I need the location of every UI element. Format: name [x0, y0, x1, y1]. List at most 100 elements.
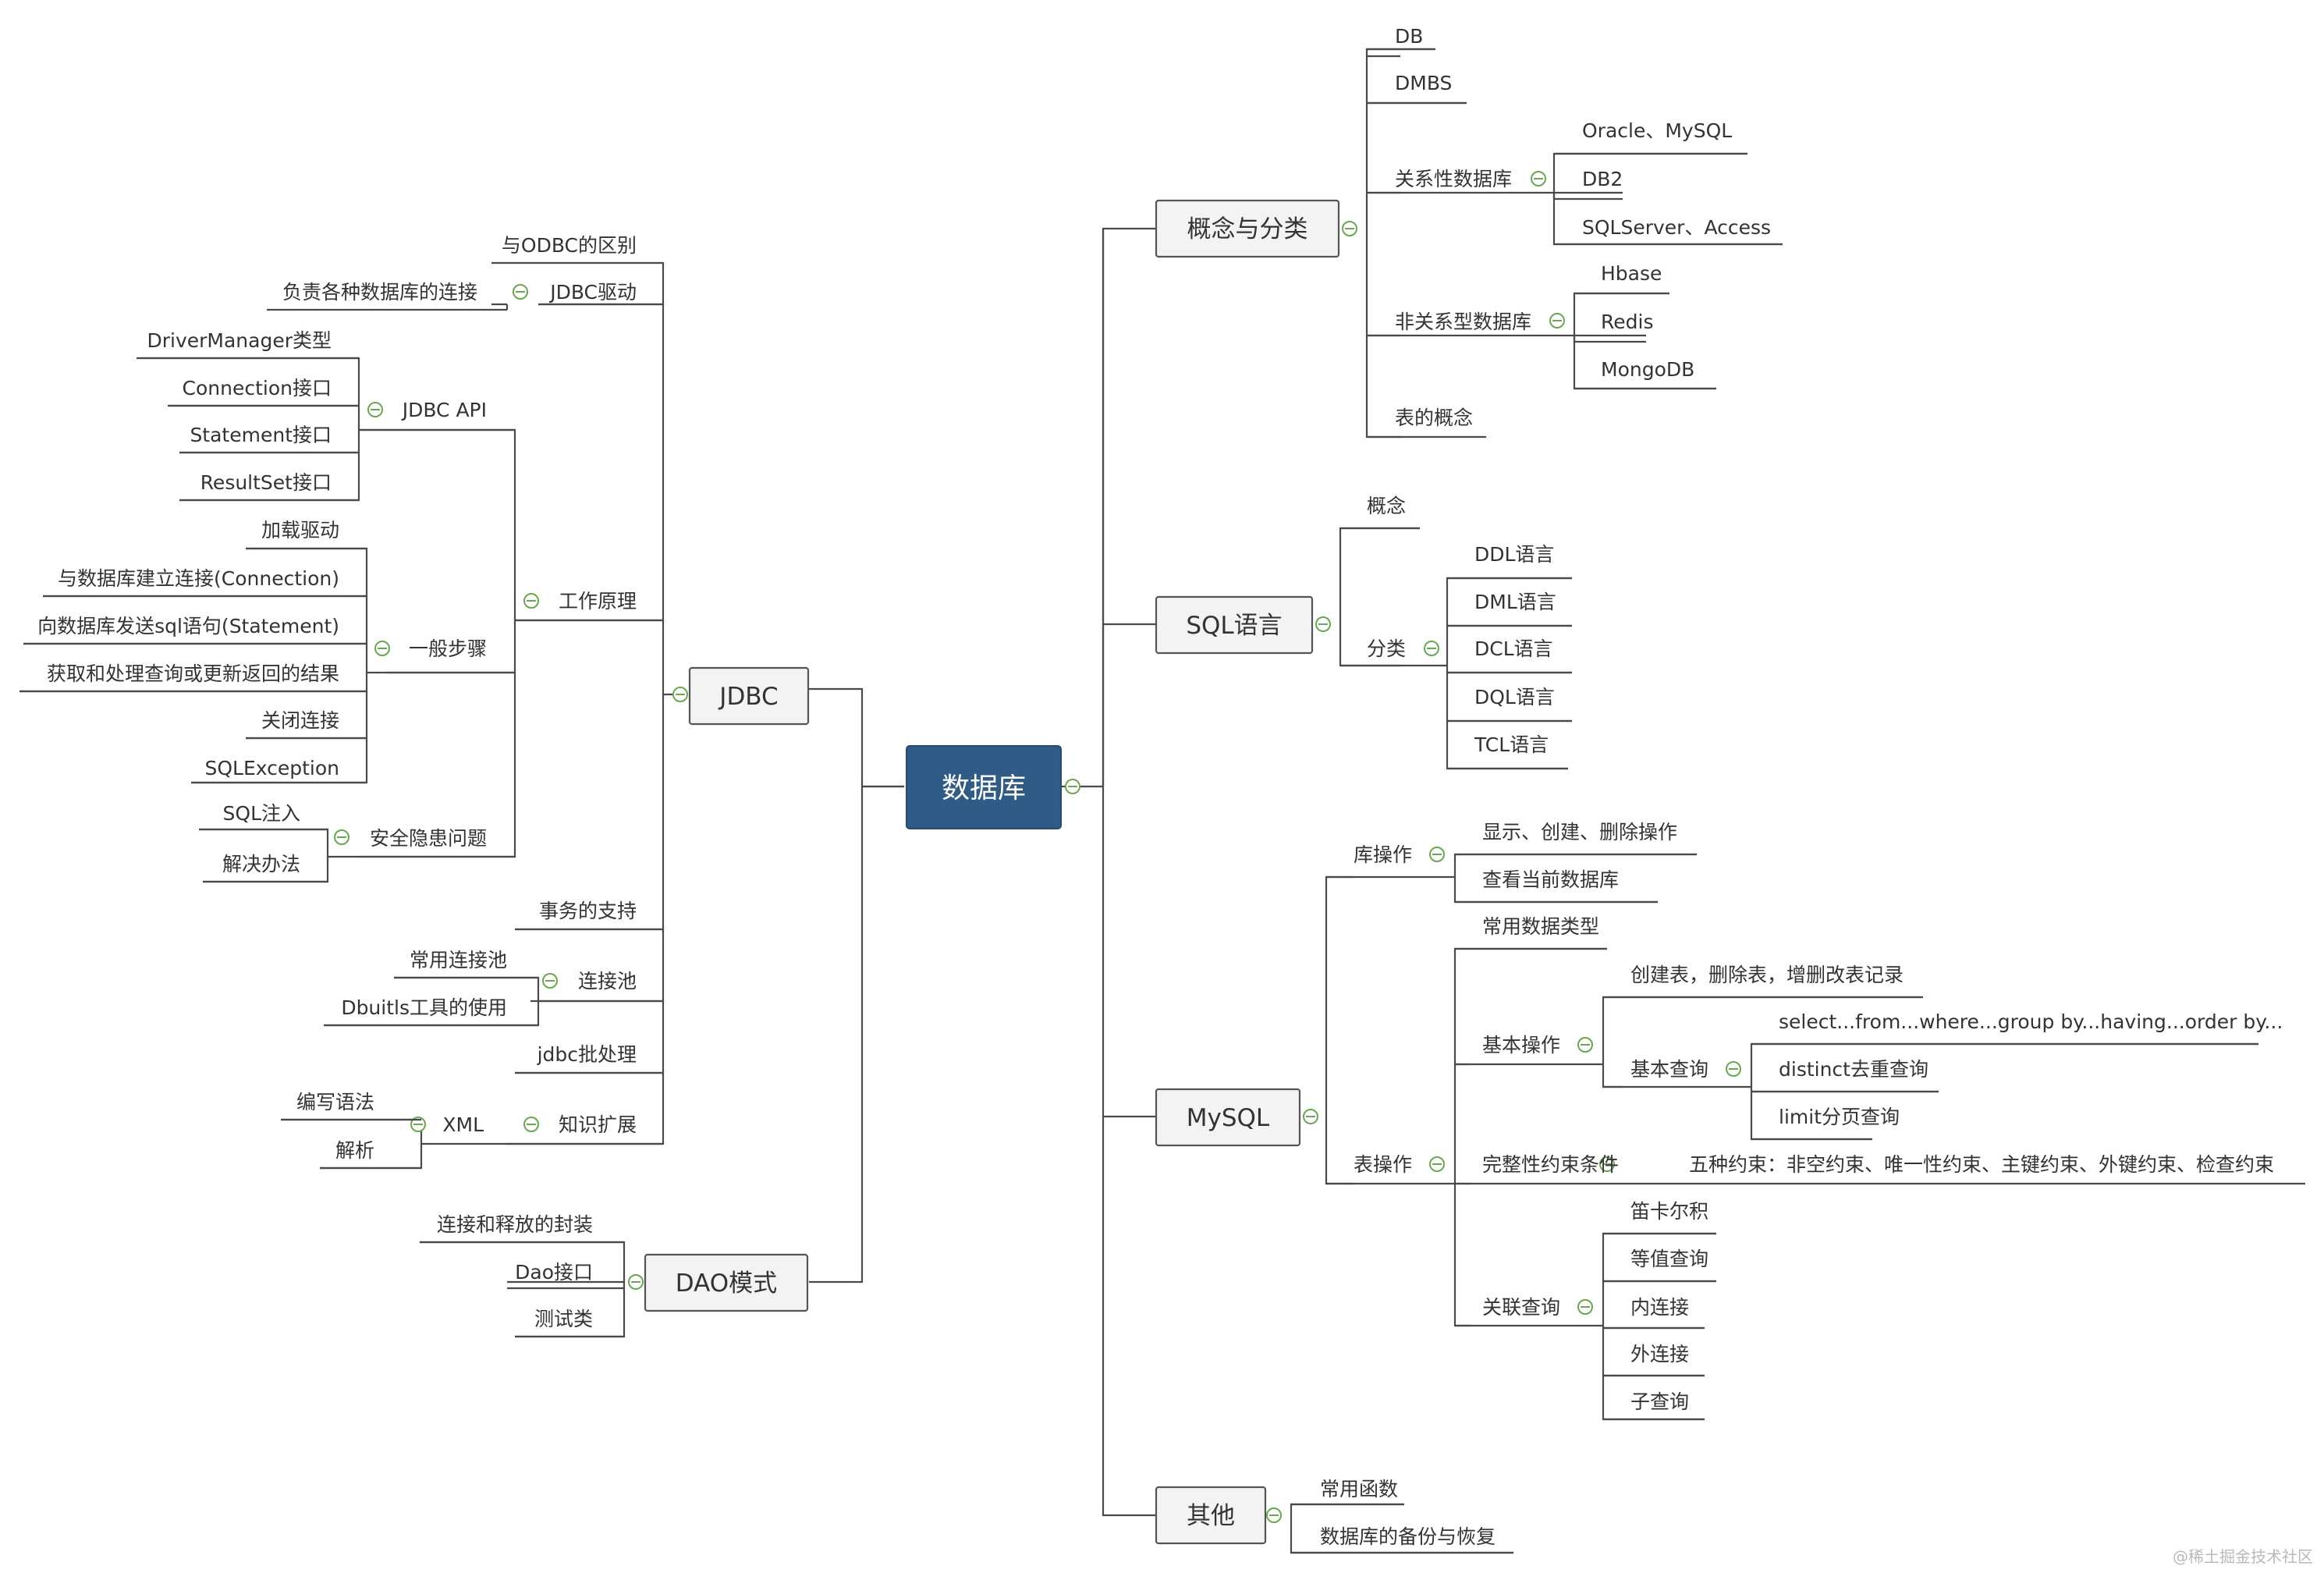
api-item-drivermanager[interactable]: DriverManager类型	[137, 329, 359, 360]
step-connect[interactable]: 与数据库建立连接(Connection)	[43, 567, 367, 598]
root-node[interactable]: 数据库	[906, 745, 1062, 829]
step-load-driver[interactable]: 加载驱动	[246, 519, 367, 550]
nonrelational-redis[interactable]: Redis	[1573, 311, 1653, 343]
pool-common[interactable]: 常用连接池	[394, 949, 538, 979]
collapse-join-icon[interactable]	[1577, 1299, 1593, 1315]
dao-node[interactable]: DAO模式	[644, 1253, 809, 1312]
collapse-query-icon[interactable]	[1726, 1061, 1741, 1077]
sql-category[interactable]: 分类	[1340, 637, 1447, 667]
security-solution[interactable]: 解决办法	[203, 853, 328, 883]
join-equi[interactable]: 等值查询	[1603, 1248, 1716, 1283]
concept-relational[interactable]: 关系性数据库	[1367, 168, 1554, 194]
tableop-join[interactable]: 关联查询	[1455, 1296, 1603, 1327]
topic-odbc-diff[interactable]: 与ODBC的区别	[502, 234, 637, 257]
concept-db[interactable]: DB	[1367, 25, 1435, 51]
sql-dql[interactable]: DQL语言	[1447, 686, 1572, 723]
collapse-sql-icon[interactable]	[1315, 616, 1331, 632]
collapse-tableop-icon[interactable]	[1429, 1156, 1445, 1172]
step-send-sql[interactable]: 向数据库发送sql语句(Statement)	[23, 615, 367, 645]
nonrelational-mongodb[interactable]: MongoDB	[1574, 358, 1716, 390]
topic-batch[interactable]: jdbc批处理	[515, 1043, 663, 1074]
item-driver-connect[interactable]: 负责各种数据库的连接	[267, 281, 509, 311]
collapse-concept-icon[interactable]	[1342, 221, 1357, 236]
step-sqlexception[interactable]: SQLException	[191, 757, 367, 784]
mysql-tableop[interactable]: 表操作	[1326, 1153, 1455, 1185]
concept-nonrelational[interactable]: 非关系型数据库	[1367, 311, 1574, 337]
constraint-five[interactable]: 五种约束：非空约束、唯一性约束、主键约束、外键约束、检查约束	[1689, 1153, 2305, 1185]
collapse-dao-icon[interactable]	[628, 1274, 644, 1290]
tableop-constraint[interactable]: 完整性约束条件	[1455, 1153, 1689, 1185]
concept-node[interactable]: 概念与分类	[1155, 199, 1340, 258]
dao-interface[interactable]: Dao接口	[507, 1261, 624, 1290]
tableop-types[interactable]: 常用数据类型	[1455, 915, 1607, 950]
sql-node[interactable]: SQL语言	[1155, 595, 1314, 655]
topic-ext[interactable]: 知识扩展	[507, 1113, 663, 1145]
pool-dbutils[interactable]: Dbuitls工具的使用	[324, 996, 538, 1027]
join-outer[interactable]: 外连接	[1603, 1343, 1705, 1377]
other-node[interactable]: 其他	[1155, 1486, 1267, 1545]
basic-query[interactable]: 基本查询	[1603, 1058, 1751, 1088]
other-backup[interactable]: 数据库的备份与恢复	[1291, 1525, 1513, 1554]
topic-steps[interactable]: 一般步骤	[367, 637, 515, 674]
collapse-other-icon[interactable]	[1266, 1507, 1282, 1523]
collapse-driver-icon[interactable]	[513, 284, 528, 300]
sql-ddl[interactable]: DDL语言	[1447, 543, 1572, 580]
dbop-current-db[interactable]: 查看当前数据库	[1455, 868, 1658, 904]
join-inner[interactable]: 内连接	[1603, 1296, 1705, 1330]
basic-crud[interactable]: 创建表，删除表，增删改表记录	[1603, 964, 1923, 999]
sql-tcl[interactable]: TCL语言	[1447, 733, 1568, 770]
dao-test-class[interactable]: 测试类	[515, 1308, 624, 1338]
api-item-connection[interactable]: Connection接口	[168, 377, 359, 407]
dbop-show-create-delete[interactable]: 显示、创建、删除操作	[1455, 821, 1697, 856]
api-item-resultset[interactable]: ResultSet接口	[179, 471, 359, 502]
topic-principle[interactable]: 工作原理	[515, 590, 663, 622]
collapse-constraint-icon[interactable]	[1599, 1156, 1615, 1172]
concept-table[interactable]: 表的概念	[1367, 407, 1486, 439]
relational-db2[interactable]: DB2	[1552, 168, 1623, 201]
mysql-dbop[interactable]: 库操作	[1326, 843, 1455, 879]
xml-syntax[interactable]: 编写语法	[281, 1091, 421, 1121]
query-select[interactable]: select...from...where...group by...havin…	[1751, 1010, 2283, 1046]
topic-security[interactable]: 安全隐患问题	[328, 827, 515, 858]
collapse-basic-icon[interactable]	[1577, 1037, 1593, 1053]
collapse-relational-icon[interactable]	[1531, 171, 1546, 186]
join-subquery[interactable]: 子查询	[1603, 1390, 1705, 1421]
collapse-root-icon[interactable]	[1065, 779, 1080, 794]
security-sql-injection[interactable]: SQL注入	[199, 802, 328, 831]
collapse-pool-icon[interactable]	[542, 973, 558, 989]
xml-parse[interactable]: 解析	[320, 1139, 421, 1170]
nonrelational-hbase[interactable]: Hbase	[1574, 262, 1669, 295]
collapse-dbop-icon[interactable]	[1429, 847, 1445, 862]
query-limit[interactable]: limit分页查询	[1751, 1106, 1900, 1141]
collapse-principle-icon[interactable]	[523, 593, 539, 609]
collapse-mysql-icon[interactable]	[1303, 1109, 1318, 1124]
relational-sqlserver[interactable]: SQLServer、Access	[1554, 216, 1783, 246]
concept-dmbs[interactable]: DMBS	[1367, 72, 1467, 105]
collapse-xml-icon[interactable]	[410, 1117, 426, 1132]
api-item-statement[interactable]: Statement接口	[179, 424, 359, 454]
collapse-security-icon[interactable]	[334, 829, 349, 845]
query-distinct[interactable]: distinct去重查询	[1751, 1058, 1939, 1093]
dao-wrap-connection[interactable]: 连接和释放的封装	[420, 1213, 624, 1244]
sql-dcl[interactable]: DCL语言	[1447, 637, 1572, 674]
collapse-ext-icon[interactable]	[523, 1117, 539, 1132]
jdbc-node[interactable]: JDBC	[688, 666, 810, 726]
topic-jdbc-api[interactable]: JDBC API	[359, 399, 515, 431]
collapse-sql-category-icon[interactable]	[1424, 641, 1439, 656]
topic-xml[interactable]: XML	[421, 1113, 507, 1145]
join-cartesian[interactable]: 笛卡尔积	[1603, 1200, 1716, 1235]
topic-pool[interactable]: 连接池	[538, 970, 663, 1003]
step-close[interactable]: 关闭连接	[246, 709, 367, 740]
collapse-jdbc-icon[interactable]	[672, 687, 688, 702]
mysql-node[interactable]: MySQL	[1155, 1088, 1301, 1147]
tableop-basic[interactable]: 基本操作	[1455, 1034, 1603, 1066]
collapse-steps-icon[interactable]	[374, 641, 390, 656]
topic-driver[interactable]: JDBC驱动	[538, 281, 663, 306]
step-handle-result[interactable]: 获取和处理查询或更新返回的结果	[20, 662, 367, 693]
collapse-api-icon[interactable]	[367, 402, 383, 417]
sql-concept[interactable]: 概念	[1340, 495, 1420, 530]
collapse-nonrelational-icon[interactable]	[1549, 313, 1565, 328]
topic-transaction[interactable]: 事务的支持	[515, 900, 663, 931]
relational-oracle[interactable]: Oracle、MySQL	[1554, 119, 1747, 155]
sql-dml[interactable]: DML语言	[1447, 591, 1572, 627]
